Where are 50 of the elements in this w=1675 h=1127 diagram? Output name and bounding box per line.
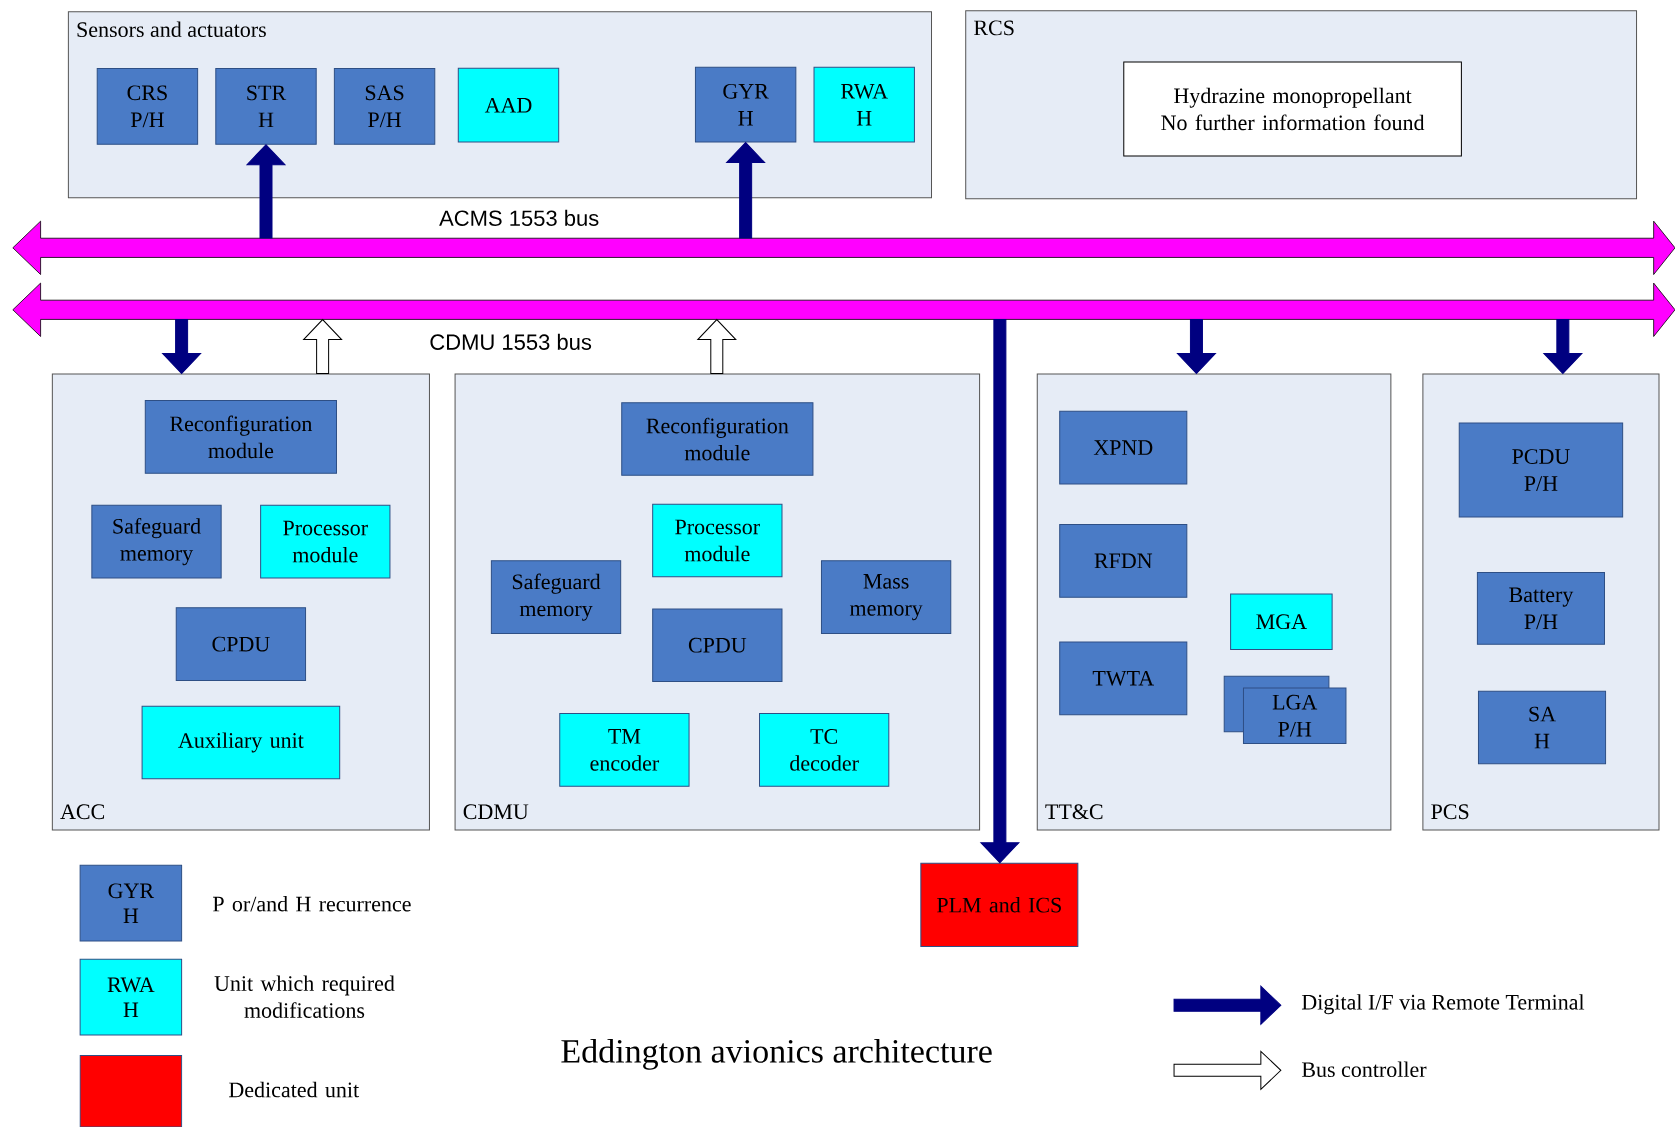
unit-box: MGA — [1230, 593, 1333, 650]
unit-box: CRS P/H — [96, 67, 199, 145]
arrow — [980, 319, 1020, 864]
unit-box: TC decoder — [759, 713, 890, 787]
unit-box: Safeguard memory — [91, 504, 222, 579]
bus-label: ACMS 1553 bus — [439, 209, 599, 226]
unit-box: XPND — [1059, 410, 1188, 485]
unit-box: TWTA — [1059, 641, 1188, 716]
panel-title: PCS — [1431, 804, 1469, 820]
arrow — [697, 319, 737, 374]
legend-text: Digital I/F via Remote Terminal — [1301, 994, 1585, 1015]
title: Eddington avionics architecture — [561, 1038, 992, 1070]
legend-text: Dedicated unit — [229, 1081, 360, 1098]
unit-box: RWA H — [813, 66, 915, 143]
arrow — [246, 144, 286, 239]
unit-box: CPDU — [175, 607, 307, 681]
arrow — [726, 142, 766, 239]
stacked-unit-box: LGA P/H — [1223, 675, 1347, 744]
unit-box: AAD — [457, 67, 560, 143]
arrow — [1543, 319, 1583, 374]
bus-label: CDMU 1553 bus — [430, 333, 592, 350]
unit-box: Processor module — [652, 503, 783, 578]
arrow — [303, 319, 343, 374]
unit-box: GYR H — [694, 66, 797, 143]
unit-box: TM encoder — [559, 713, 690, 787]
panel-title: RCS — [974, 20, 1014, 36]
unit-box: Reconfiguration module — [144, 400, 337, 474]
unit-box: SA H — [1477, 690, 1607, 765]
unit-box: Processor module — [260, 504, 391, 579]
arrow — [162, 319, 202, 374]
legend-text: P or/and H recurrence — [213, 896, 411, 912]
unit-box: RFDN — [1059, 524, 1188, 598]
unit-box: Battery P/H — [1476, 572, 1605, 645]
legend-text: Unit which required modifications — [214, 975, 395, 1018]
unit-box: Mass memory — [820, 560, 952, 634]
panel-title: ACC — [60, 804, 105, 820]
legend-text: Bus controller — [1301, 1061, 1427, 1078]
panel-title: Sensors and actuators — [77, 21, 266, 38]
unit-box: PLM and ICS — [920, 862, 1079, 947]
unit-box: SAS P/H — [333, 67, 436, 145]
unit-box: Reconfiguration module — [621, 402, 814, 476]
unit-box: Safeguard memory — [490, 560, 622, 634]
unit-box: Hydrazine monopropellant No further information found — [1123, 61, 1462, 157]
unit-box: Auxiliary unit — [141, 705, 341, 780]
unit-box: CPDU — [652, 608, 783, 682]
unit-box: STR H — [215, 67, 317, 145]
panel-title: TT&C — [1045, 804, 1103, 820]
arrow — [1176, 319, 1216, 374]
panel-title: CDMU — [463, 804, 529, 820]
unit-box: PCDU P/H — [1458, 422, 1624, 518]
